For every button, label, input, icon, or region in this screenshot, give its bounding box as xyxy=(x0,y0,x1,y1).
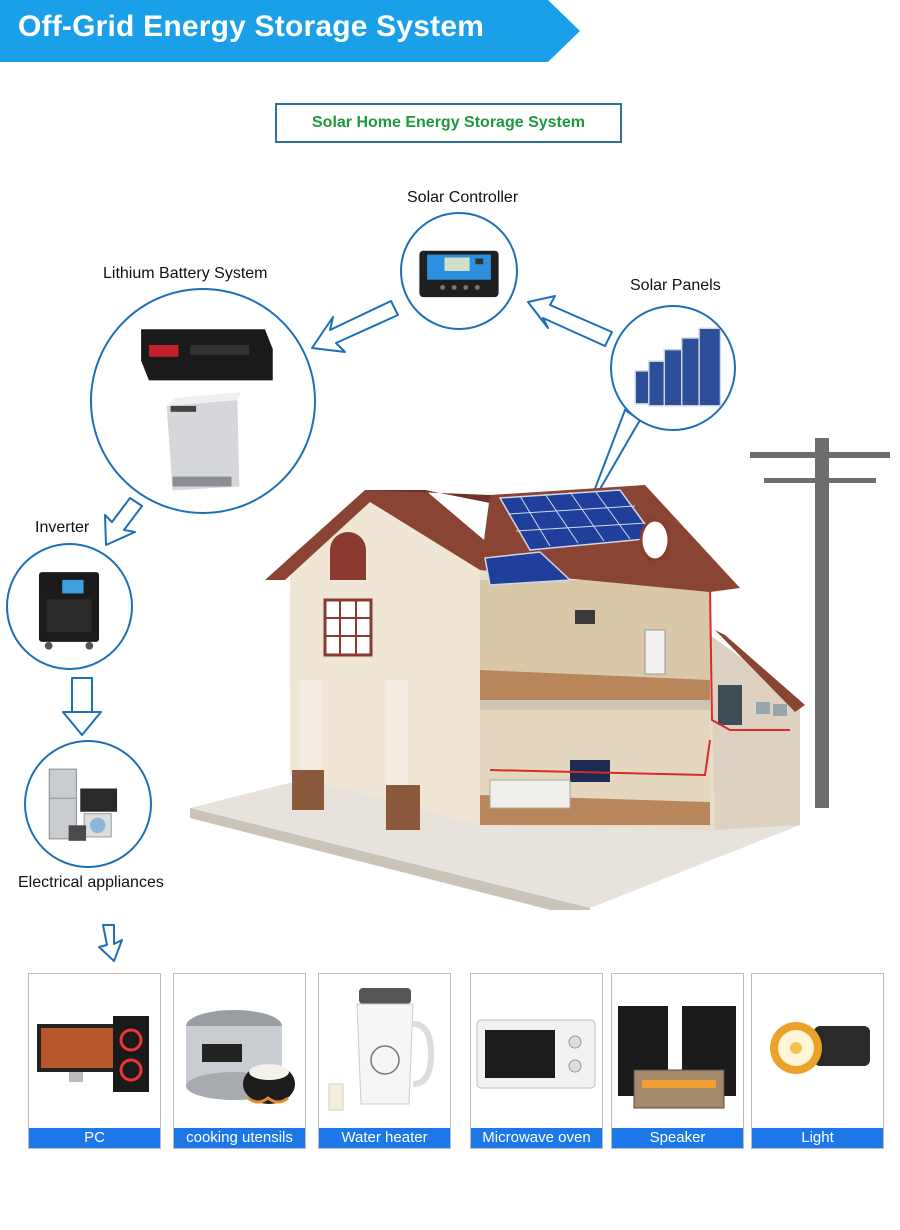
label-solar-panels: Solar Panels xyxy=(630,277,721,294)
charge-controller-icon xyxy=(419,250,499,298)
diagram-subtitle: Solar Home Energy Storage System xyxy=(312,114,585,131)
solar-panels-node xyxy=(610,305,736,431)
appliance-label-pc: PC xyxy=(29,1128,160,1148)
appliance-card-light: Light xyxy=(751,973,884,1149)
arrow-inverter-to-appliances xyxy=(62,711,102,736)
battery-icon xyxy=(141,329,273,491)
solar-panel-icon xyxy=(634,327,722,407)
diagram-subtitle-box: Solar Home Energy Storage System xyxy=(275,103,622,143)
inverter-node xyxy=(6,543,133,670)
label-lithium-battery: Lithium Battery System xyxy=(103,265,268,282)
arrow-battery-to-inverter xyxy=(104,497,143,546)
rice-cooker-icon xyxy=(186,1010,295,1104)
label-solar-controller: Solar Controller xyxy=(407,189,519,206)
appliance-card-pc: PC xyxy=(28,973,161,1149)
house-icon xyxy=(190,438,890,920)
appliance-card-microwave-oven: Microwave oven xyxy=(470,973,603,1149)
header-banner: Off-Grid Energy Storage System xyxy=(0,0,580,62)
appliances-icon xyxy=(48,768,118,841)
banner-shape xyxy=(0,0,580,62)
appliance-card-speaker: Speaker xyxy=(611,973,744,1149)
arrow-inverter-to-appliances-shaft xyxy=(71,677,93,713)
label-appliances: Electrical appliances xyxy=(18,874,164,891)
appliance-card-cooking-utensils: cooking utensils xyxy=(173,973,306,1149)
label-inverter: Inverter xyxy=(35,519,90,536)
inverter-icon xyxy=(38,572,100,650)
microwave-icon xyxy=(476,1019,596,1089)
appliance-label-speaker: Speaker xyxy=(612,1128,743,1148)
arrow-panels-to-controller xyxy=(527,295,613,347)
appliance-label-light: Light xyxy=(752,1128,883,1148)
lithium-battery-node xyxy=(90,288,316,514)
water-heater-icon xyxy=(328,988,435,1111)
arrow-controller-to-battery xyxy=(311,300,399,353)
appliance-label-water-heater: Water heater xyxy=(319,1128,450,1148)
appliances-node xyxy=(24,740,152,868)
appliance-label-cooking-utensils: cooking utensils xyxy=(174,1128,305,1148)
solar-controller-node xyxy=(400,212,518,330)
appliance-card-water-heater: Water heater xyxy=(318,973,451,1149)
house-illustration xyxy=(190,430,900,920)
page-title: Off-Grid Energy Storage System xyxy=(18,10,485,43)
headlamp-icon xyxy=(770,1022,870,1074)
arrow-appliances-to-cards xyxy=(98,924,123,962)
speaker-icon xyxy=(618,1006,736,1109)
pc-icon xyxy=(37,1016,149,1092)
appliance-label-microwave-oven: Microwave oven xyxy=(471,1128,602,1148)
